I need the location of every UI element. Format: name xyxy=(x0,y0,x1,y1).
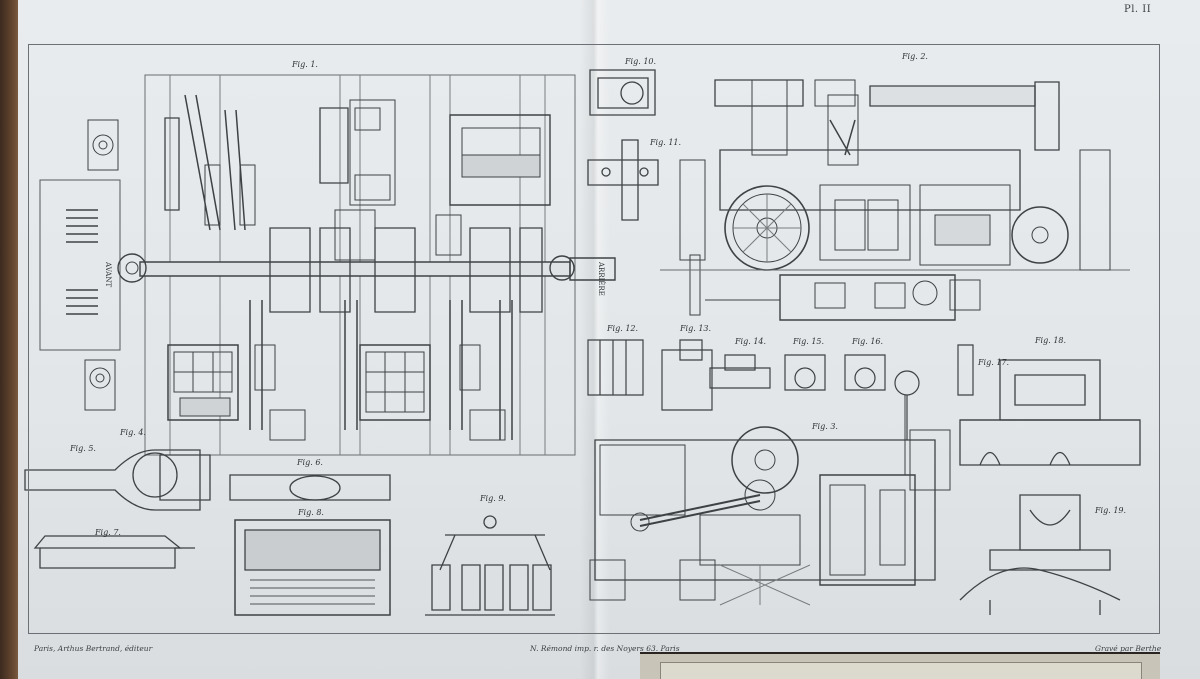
caption-fig15: Fig. 15. xyxy=(793,337,825,346)
caption-fig18: Fig. 18. xyxy=(1035,336,1067,345)
fig18-19-details xyxy=(960,360,1140,615)
caption-fig11: Fig. 11. xyxy=(650,138,682,147)
caption-fig6: Fig. 6. xyxy=(297,458,323,467)
fig2-elevation xyxy=(660,80,1130,320)
caption-fig4: Fig. 4. xyxy=(120,428,146,437)
caption-fig10: Fig. 10. xyxy=(625,57,657,66)
caption-fig13: Fig. 13. xyxy=(680,324,712,333)
bottom-left-figs xyxy=(25,450,555,615)
caption-fig9: Fig. 9. xyxy=(480,494,506,503)
underlying-page-edge xyxy=(640,652,1160,679)
caption-fig19: Fig. 19. xyxy=(1095,506,1127,515)
caption-fig2: Fig. 2. xyxy=(902,52,928,61)
fig1-plan-view xyxy=(118,75,615,455)
publisher-credit: Paris, Arthus Bertrand, éditeur xyxy=(34,644,153,653)
left-margin-details xyxy=(40,120,120,410)
caption-fig17: Fig. 17. xyxy=(978,358,1010,367)
underlying-card xyxy=(660,662,1142,679)
printer-credit: N. Rémond imp. r. des Noyers 63. Paris xyxy=(530,644,680,653)
small-figs-12-17 xyxy=(588,340,973,440)
label-front: AVANT xyxy=(104,262,112,288)
caption-fig1: Fig. 1. xyxy=(292,60,318,69)
fig3-engine-side xyxy=(590,395,950,605)
engraver-credit: Gravé par Berthe xyxy=(1095,644,1162,653)
plate-border xyxy=(28,44,1160,634)
plate-number: Pl. II xyxy=(1124,4,1152,15)
caption-fig14: Fig. 14. xyxy=(735,337,767,346)
caption-fig7: Fig. 7. xyxy=(95,528,121,537)
fig10-11-details xyxy=(588,70,658,220)
caption-fig12: Fig. 12. xyxy=(607,324,639,333)
caption-fig5: Fig. 5. xyxy=(70,444,96,453)
caption-fig16: Fig. 16. xyxy=(852,337,884,346)
label-back: ARRIÈRE xyxy=(597,262,605,296)
caption-fig8: Fig. 8. xyxy=(298,508,324,517)
caption-fig3: Fig. 3. xyxy=(812,422,838,431)
